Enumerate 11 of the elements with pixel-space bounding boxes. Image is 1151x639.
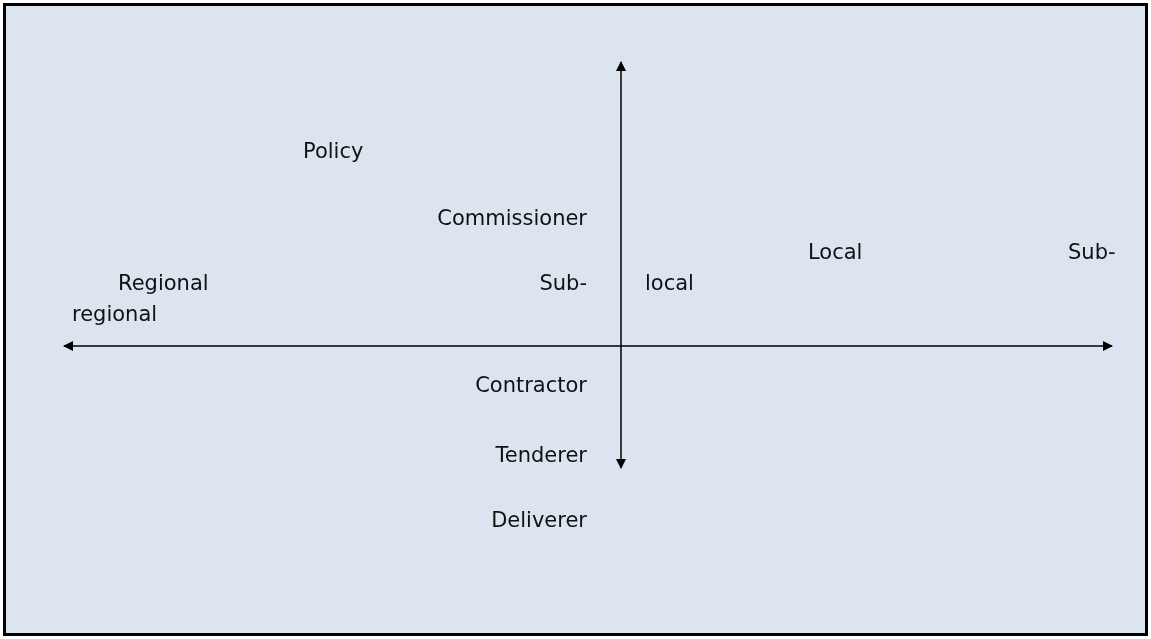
axis-label: Contractor (475, 372, 587, 398)
axis-label: local (645, 270, 694, 296)
axis-label: Policy (303, 138, 364, 164)
axis-label: Deliverer (491, 507, 587, 533)
axis-label: Sub- (539, 270, 587, 296)
axis-label: regional (72, 301, 158, 327)
axis-label: Sub- (1068, 239, 1116, 265)
axis-label: Regional (118, 270, 209, 296)
axis-label: Tenderer (495, 442, 587, 468)
axis-label: Commissioner (437, 205, 587, 231)
axis-label: Local (808, 239, 863, 265)
